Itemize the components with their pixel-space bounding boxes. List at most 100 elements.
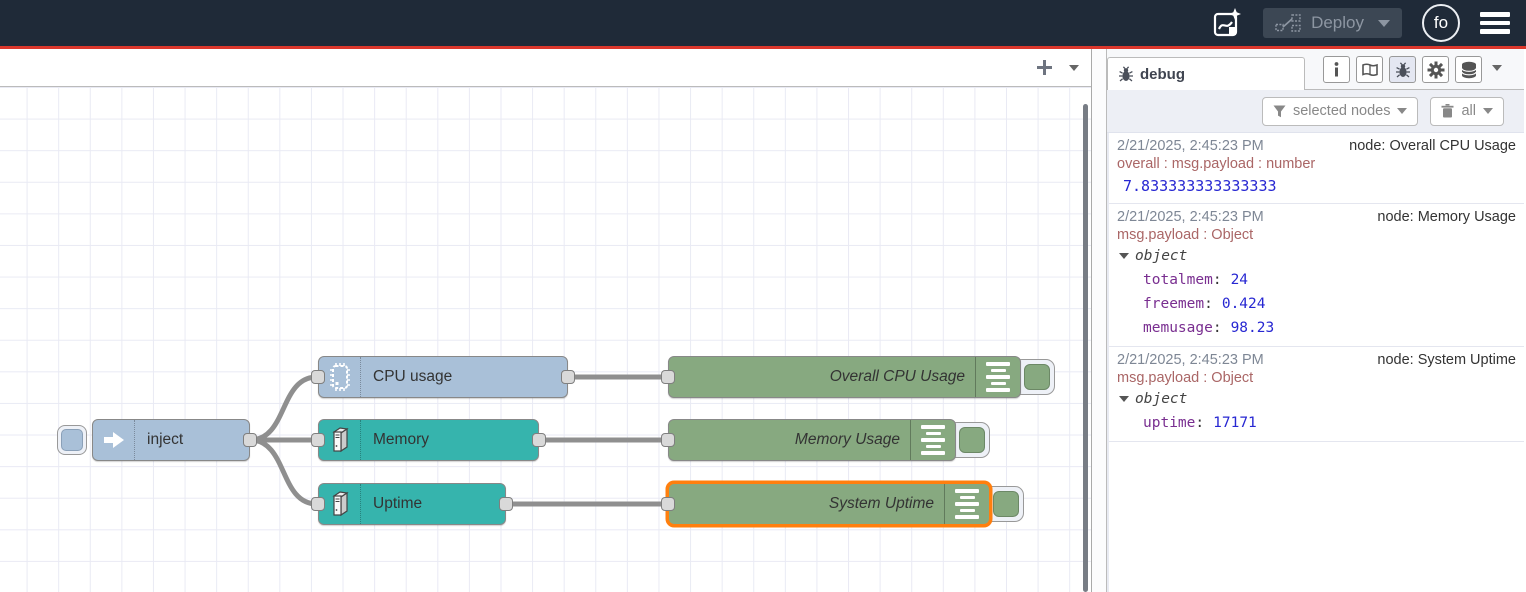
cpu-output-port[interactable]: [561, 370, 575, 384]
message-timestamp: 2/21/2025, 2:45:23 PM: [1117, 138, 1264, 154]
deploy-dropdown-caret-icon[interactable]: [1378, 19, 1390, 27]
deploy-button-label: Deploy: [1311, 13, 1364, 32]
debug-toggle-inner: [1024, 364, 1050, 390]
node-uptime[interactable]: Uptime: [311, 483, 513, 525]
property-key: totalmem: [1143, 272, 1222, 288]
property-key: freemem: [1143, 296, 1213, 312]
message-meta: msg.payload : Object: [1117, 370, 1254, 386]
header: Deploy fo: [0, 0, 1526, 46]
node-label: Overall CPU Usage: [829, 368, 965, 385]
info-tab-button[interactable]: [1323, 56, 1350, 83]
avatar-initials: fo: [1433, 13, 1449, 32]
plus-icon: [1037, 60, 1052, 75]
bug-icon: [1119, 66, 1133, 82]
node-label: inject: [147, 431, 184, 448]
node-debug-uptime[interactable]: System Uptime: [661, 483, 990, 525]
debug-message[interactable]: 2/21/2025, 2:45:23 PM node: Overall CPU …: [1109, 133, 1524, 204]
debug-lines-icon: [975, 357, 1020, 397]
property-value: 0.424: [1221, 296, 1266, 312]
node-memory[interactable]: Memory: [311, 419, 546, 461]
debug-sidebar: debug: [1106, 49, 1524, 592]
trash-icon: [1441, 104, 1454, 118]
debug-toggle-inner: [993, 491, 1019, 517]
context-data-tab-button[interactable]: [1455, 56, 1482, 83]
debug-lines-icon: [944, 484, 989, 524]
memory-output-port[interactable]: [532, 433, 546, 447]
workspace-tabbar: [0, 49, 1091, 87]
inject-trigger-button[interactable]: [57, 425, 87, 455]
tab-debug[interactable]: debug: [1107, 57, 1305, 90]
message-meta: msg.payload : Object: [1117, 227, 1254, 243]
sidebar-tabs-caret-icon[interactable]: [1492, 58, 1502, 76]
debug-clear-button[interactable]: all: [1430, 96, 1504, 126]
panel-resize-handle[interactable]: [1092, 49, 1106, 592]
debug-tab-button[interactable]: [1389, 56, 1416, 83]
message-node-name: node: System Uptime: [1377, 352, 1516, 368]
caret-down-icon: [1119, 396, 1129, 402]
cpu-input-port[interactable]: [311, 370, 325, 384]
flow-sparkle-icon[interactable]: [1211, 7, 1243, 39]
memory-input-port[interactable]: [311, 433, 325, 447]
message-meta: overall : msg.payload : number: [1117, 156, 1316, 172]
wire-inject-uptime[interactable]: [247, 437, 320, 507]
object-property: totalmem 24: [1117, 268, 1516, 292]
node-label: Uptime: [373, 495, 423, 512]
canvas-vertical-scrollbar[interactable]: [1083, 104, 1088, 592]
wire-inject-cpu[interactable]: [247, 374, 320, 443]
message-timestamp: 2/21/2025, 2:45:23 PM: [1117, 209, 1264, 225]
info-icon: [1334, 62, 1339, 77]
debug-memory-input-port[interactable]: [661, 433, 675, 447]
hamburger-menu-icon[interactable]: [1480, 12, 1510, 34]
message-timestamp: 2/21/2025, 2:45:23 PM: [1117, 352, 1264, 368]
inject-output-port[interactable]: [243, 433, 257, 447]
flow-sparkle-icon: [1213, 8, 1242, 37]
uptime-input-port[interactable]: [311, 497, 325, 511]
object-property: uptime17171: [1117, 411, 1516, 435]
database-icon: [1460, 61, 1477, 78]
wires-layer: [247, 374, 671, 507]
uptime-output-port[interactable]: [499, 497, 513, 511]
debug-filter-button[interactable]: selected nodes: [1261, 96, 1419, 126]
node-debug-overall-cpu[interactable]: Overall CPU Usage: [661, 356, 1021, 398]
property-value: 24: [1230, 272, 1249, 288]
caret-down-icon: [1119, 253, 1129, 259]
server-icon: [319, 484, 361, 524]
bug-icon: [1395, 61, 1410, 77]
flow-canvas[interactable]: inject CPU usage: [0, 87, 1091, 592]
debug-toggle-inner: [959, 427, 985, 453]
message-node-name: node: Memory Usage: [1377, 209, 1516, 225]
object-label: object: [1135, 248, 1188, 264]
node-label: Memory Usage: [794, 431, 900, 448]
node-label: Memory: [373, 431, 429, 448]
object-property: memusage98.23: [1117, 316, 1516, 340]
node-inject[interactable]: inject: [92, 419, 257, 461]
gear-icon: [1427, 61, 1444, 78]
help-tab-button[interactable]: [1356, 56, 1383, 83]
config-tab-button[interactable]: [1422, 56, 1449, 83]
debug-message[interactable]: 2/21/2025, 2:45:23 PM node: System Uptim…: [1109, 347, 1524, 442]
node-cpu-usage[interactable]: CPU usage: [311, 356, 575, 398]
node-debug-memory[interactable]: Memory Usage: [661, 419, 956, 461]
message-value: 7.833333333333333: [1123, 177, 1277, 195]
object-expander[interactable]: object: [1117, 243, 1516, 268]
funnel-icon: [1273, 105, 1286, 117]
add-flow-button[interactable]: [1036, 59, 1053, 76]
node-label: System Uptime: [828, 495, 934, 512]
flow-list-caret-icon[interactable]: [1069, 64, 1079, 71]
chevron-down-icon: [1483, 108, 1493, 114]
node-label: CPU usage: [373, 368, 453, 385]
user-avatar[interactable]: fo: [1422, 4, 1460, 42]
sidebar-tabbar: debug: [1107, 49, 1524, 90]
object-label: object: [1135, 391, 1188, 407]
object-property: freemem 0.424: [1117, 292, 1516, 316]
tab-debug-label: debug: [1140, 65, 1185, 83]
message-node-name: node: Overall CPU Usage: [1349, 138, 1516, 154]
debug-cpu-input-port[interactable]: [661, 370, 675, 384]
debug-uptime-input-port[interactable]: [661, 497, 675, 511]
inject-trigger-inner: [61, 429, 83, 451]
debug-message[interactable]: 2/21/2025, 2:45:23 PM node: Memory Usage…: [1109, 204, 1524, 347]
debug-toolbar: selected nodes all: [1107, 90, 1524, 133]
deploy-button[interactable]: Deploy: [1263, 8, 1402, 38]
object-expander[interactable]: object: [1117, 386, 1516, 411]
server-icon: [319, 420, 361, 460]
